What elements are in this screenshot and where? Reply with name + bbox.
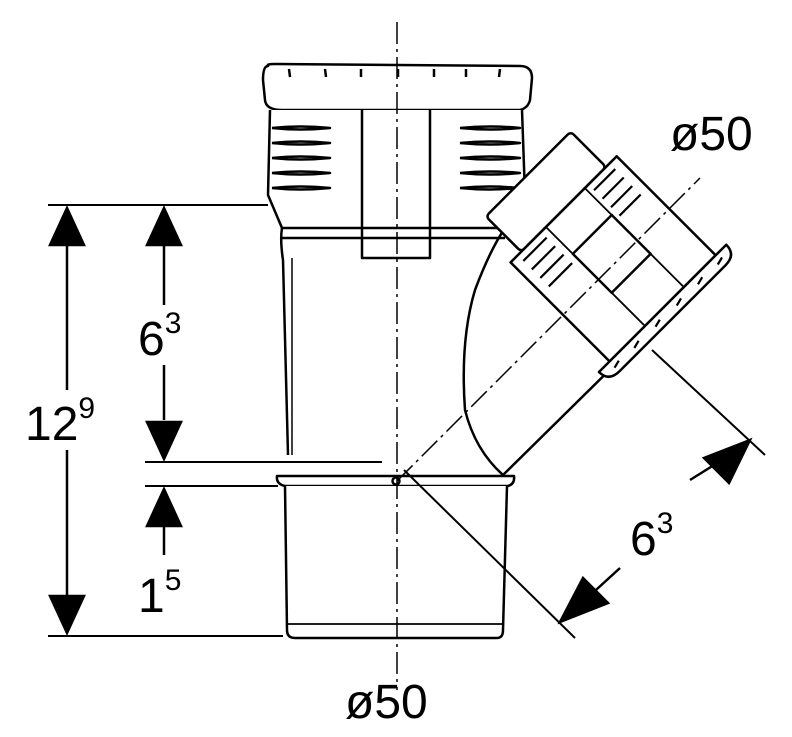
socket-depth-label: 15	[138, 564, 181, 623]
branch-length-sup: 3	[657, 507, 674, 540]
branch-height-sup: 3	[165, 307, 182, 340]
branch-length-base: 6	[630, 513, 657, 566]
extension-lines	[48, 204, 766, 639]
branch-length-label: 63	[630, 507, 673, 566]
overall-height-sup: 9	[78, 392, 95, 425]
overall-height-base: 12	[25, 398, 78, 451]
bottom-diameter-label: ø50	[345, 676, 428, 729]
branch-arm	[486, 131, 733, 476]
top-right-diameter-label: ø50	[670, 108, 753, 161]
dimension-labels: ø50 ø50 129 63 15 63	[25, 108, 753, 729]
socket-depth-base: 1	[138, 570, 165, 623]
branch-height-base: 6	[138, 313, 165, 366]
overall-height-label: 129	[25, 392, 95, 451]
branch-height-label: 63	[138, 307, 181, 366]
socket-depth-sup: 5	[165, 564, 182, 597]
centerlines	[396, 22, 701, 690]
dimension-arrows	[48, 205, 753, 636]
